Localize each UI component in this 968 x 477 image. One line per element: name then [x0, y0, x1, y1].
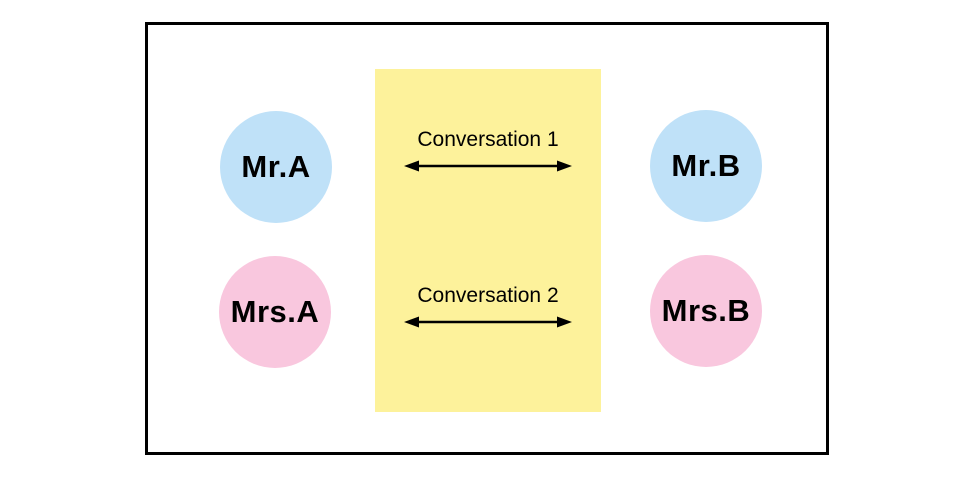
conversation-panel: Conversation 1 Conversation 2 [375, 69, 601, 412]
participant-label-mrs-a: Mrs.A [230, 294, 320, 329]
conversation-2-label: Conversation 2 [417, 284, 559, 307]
participant-circle-mr-a: Mr.A [220, 111, 332, 223]
participant-circle-mrs-a: Mrs.A [219, 256, 331, 368]
double-arrow-icon [404, 316, 572, 328]
participant-label-mr-a: Mr.A [241, 149, 311, 184]
conversation-1-label: Conversation 1 [417, 128, 559, 151]
participant-label-mrs-b: Mrs.B [661, 293, 751, 328]
participant-circle-mr-b: Mr.B [650, 110, 762, 222]
conversation-1-group: Conversation 1 [375, 127, 601, 173]
diagram-frame: Conversation 1 Conversation 2 Mr.A [145, 22, 829, 455]
conversation-2-group: Conversation 2 [375, 283, 601, 329]
double-arrow-icon [404, 160, 572, 172]
participant-circle-mrs-b: Mrs.B [650, 255, 762, 367]
participant-label-mr-b: Mr.B [671, 148, 741, 183]
